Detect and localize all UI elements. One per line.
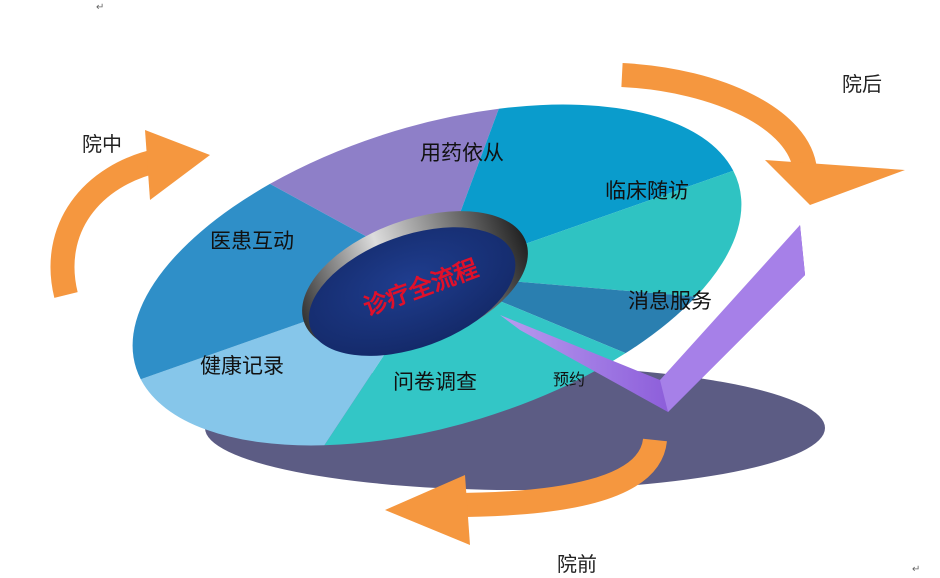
phase-after-label: 院后 bbox=[842, 72, 882, 96]
phase-during-label: 院中 bbox=[82, 132, 122, 156]
segment-label: 问卷调查 bbox=[393, 370, 477, 394]
phase-before-label: 院前 bbox=[557, 552, 597, 576]
arrow-before bbox=[449, 437, 667, 517]
hub-disk bbox=[308, 227, 516, 356]
segment-label: 消息服务 bbox=[628, 289, 712, 313]
pointer-face bbox=[660, 225, 805, 412]
segment-label: 健康记录 bbox=[200, 354, 284, 378]
paragraph-mark: ↵ bbox=[96, 2, 105, 13]
segment-label: 医患互动 bbox=[210, 229, 294, 253]
segment-label: 用药依从 bbox=[420, 141, 504, 165]
segment-label: 预约 bbox=[553, 370, 586, 389]
segment-slice bbox=[324, 275, 626, 446]
arrow-after-head bbox=[765, 160, 905, 205]
segment-slice bbox=[132, 183, 437, 380]
arrow-during bbox=[50, 148, 163, 298]
arrow-before-head bbox=[385, 475, 470, 545]
arrow-after bbox=[621, 63, 817, 173]
segment-label: 临床随访 bbox=[605, 179, 689, 203]
paragraph-mark: ↵ bbox=[912, 564, 921, 575]
arrow-during-head bbox=[145, 130, 210, 200]
